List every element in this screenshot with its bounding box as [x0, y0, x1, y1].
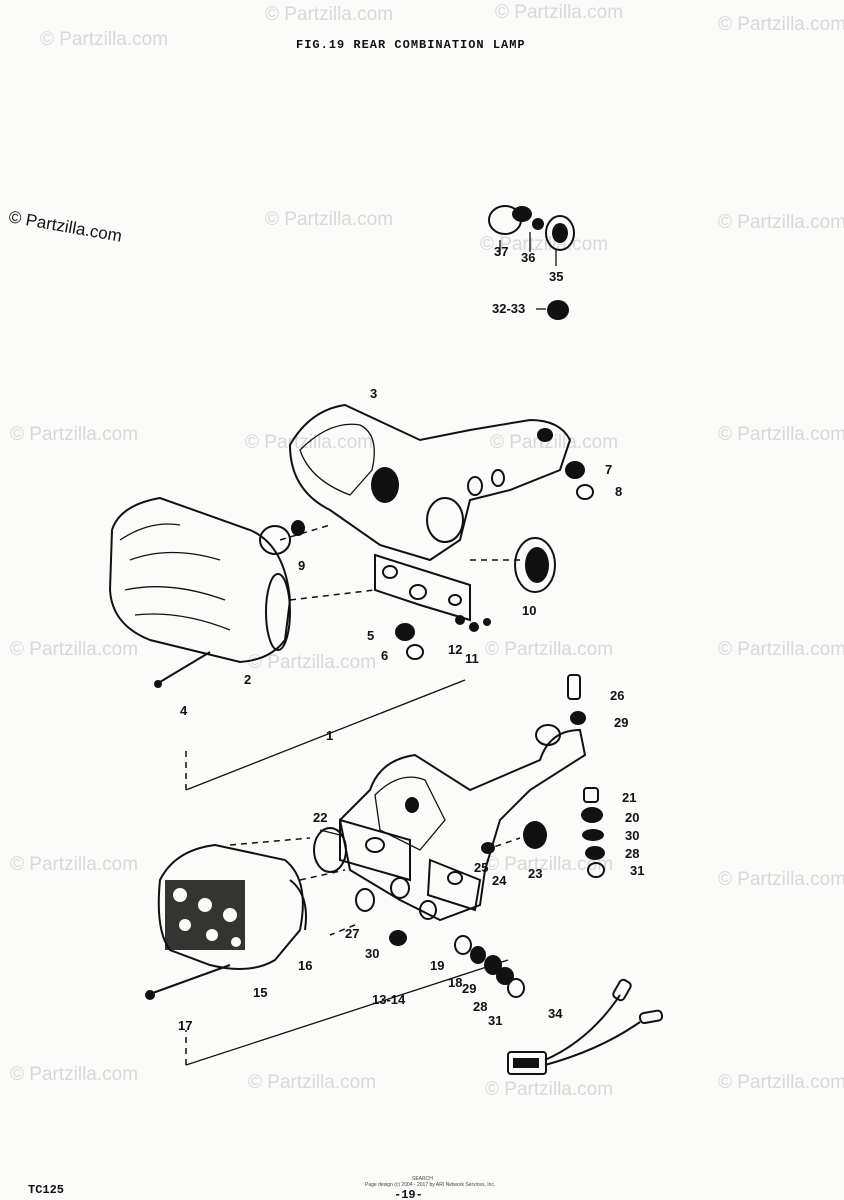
watermark: © Partzilla.com [718, 1072, 844, 1093]
watermark: © Partzilla.com [40, 29, 168, 50]
callout-16: 16 [298, 958, 312, 973]
watermark: © Partzilla.com [495, 2, 623, 23]
lamp-housing-lower [145, 827, 347, 1000]
leader-lines-lower [185, 837, 521, 1066]
callout-36: 36 [521, 250, 535, 265]
callout-30: 30 [625, 828, 639, 843]
callout-6: 6 [381, 648, 388, 663]
callout-12: 12 [448, 642, 462, 657]
bracket-lower [338, 724, 587, 922]
callout-13-14: 13-14 [372, 992, 406, 1007]
watermark-layer: © Partzilla.com © Partzilla.com © Partzi… [10, 2, 844, 1100]
watermark: © Partzilla.com [10, 639, 138, 660]
watermark: © Partzilla.com [485, 854, 613, 875]
callout-1: 1 [326, 728, 333, 743]
callout-21: 21 [622, 790, 636, 805]
watermark: © Partzilla.com [10, 424, 138, 445]
callout-27: 27 [345, 926, 359, 941]
small-parts-mid [395, 461, 594, 660]
watermark: © Partzilla.com [265, 4, 393, 25]
callout-22: 22 [313, 810, 327, 825]
watermark: © Partzilla.com [248, 652, 376, 673]
callout-18: 18 [448, 975, 462, 990]
callout-11: 11 [465, 651, 479, 666]
watermark: © Partzilla.com [718, 424, 844, 445]
callout-31: 31 [630, 863, 644, 878]
callout-24: 24 [492, 873, 507, 888]
callout-25: 25 [474, 860, 488, 875]
watermark: © Partzilla.com [10, 1064, 138, 1085]
figure-title: FIG.19 REAR COMBINATION LAMP [296, 38, 526, 52]
callout-35: 35 [549, 269, 563, 284]
callout-29: 29 [614, 715, 628, 730]
callout-8: 8 [615, 484, 622, 499]
watermark-dark: © Partzilla.com [7, 207, 123, 246]
watermark: © Partzilla.com [718, 869, 844, 890]
callout-28-lower: 28 [473, 999, 487, 1014]
page-number: -19- [394, 1188, 423, 1200]
part-group-top [488, 205, 575, 320]
callout-31-lower: 31 [488, 1013, 502, 1028]
leader-lines-upper [185, 524, 520, 791]
callout-30-lower: 29 [462, 981, 476, 996]
watermark: © Partzilla.com [718, 212, 844, 233]
callout-20: 20 [625, 810, 639, 825]
callout-34: 34 [548, 1006, 563, 1021]
bracket-upper [288, 403, 572, 622]
callout-3: 3 [370, 386, 377, 401]
callout-19: 19 [430, 958, 444, 973]
lamp-housing-upper [108, 496, 305, 688]
fine-print-2: Page design (c) 2004 - 2017 by ARI Netwo… [365, 1182, 495, 1188]
watermark: © Partzilla.com [480, 234, 608, 255]
callout-17: 17 [178, 1018, 192, 1033]
callout-29-lower: 30 [365, 946, 379, 961]
watermark: © Partzilla.com [248, 1072, 376, 1093]
fine-print-1: SEARCH [412, 1176, 433, 1182]
callout-5: 5 [367, 628, 374, 643]
wire-harness [507, 978, 664, 1075]
watermark: © Partzilla.com [10, 854, 138, 875]
callout-26: 26 [610, 688, 624, 703]
callout-7: 7 [605, 462, 612, 477]
watermark: © Partzilla.com [718, 639, 844, 660]
callout-32-33: 32-33 [492, 301, 525, 316]
model-code: TC125 [28, 1183, 64, 1197]
watermark: © Partzilla.com [718, 14, 844, 35]
watermark: © Partzilla.com [485, 639, 613, 660]
watermark: © Partzilla.com [485, 1079, 613, 1100]
callout-37: 37 [494, 244, 508, 259]
callout-labels: 2 3 4 5 6 7 8 10 11 12 13-14 15 16 17 18… [178, 244, 644, 1033]
watermark: © Partzilla.com [490, 432, 618, 453]
callout-10: 10 [522, 603, 536, 618]
small-parts-lower [355, 674, 605, 998]
callout-9: 9 [298, 558, 305, 573]
callout-4: 4 [180, 703, 188, 718]
watermark: © Partzilla.com [265, 209, 393, 230]
callout-2: 2 [244, 672, 251, 687]
callout-15: 15 [253, 985, 267, 1000]
callout-28: 28 [625, 846, 639, 861]
callout-23: 23 [528, 866, 542, 881]
